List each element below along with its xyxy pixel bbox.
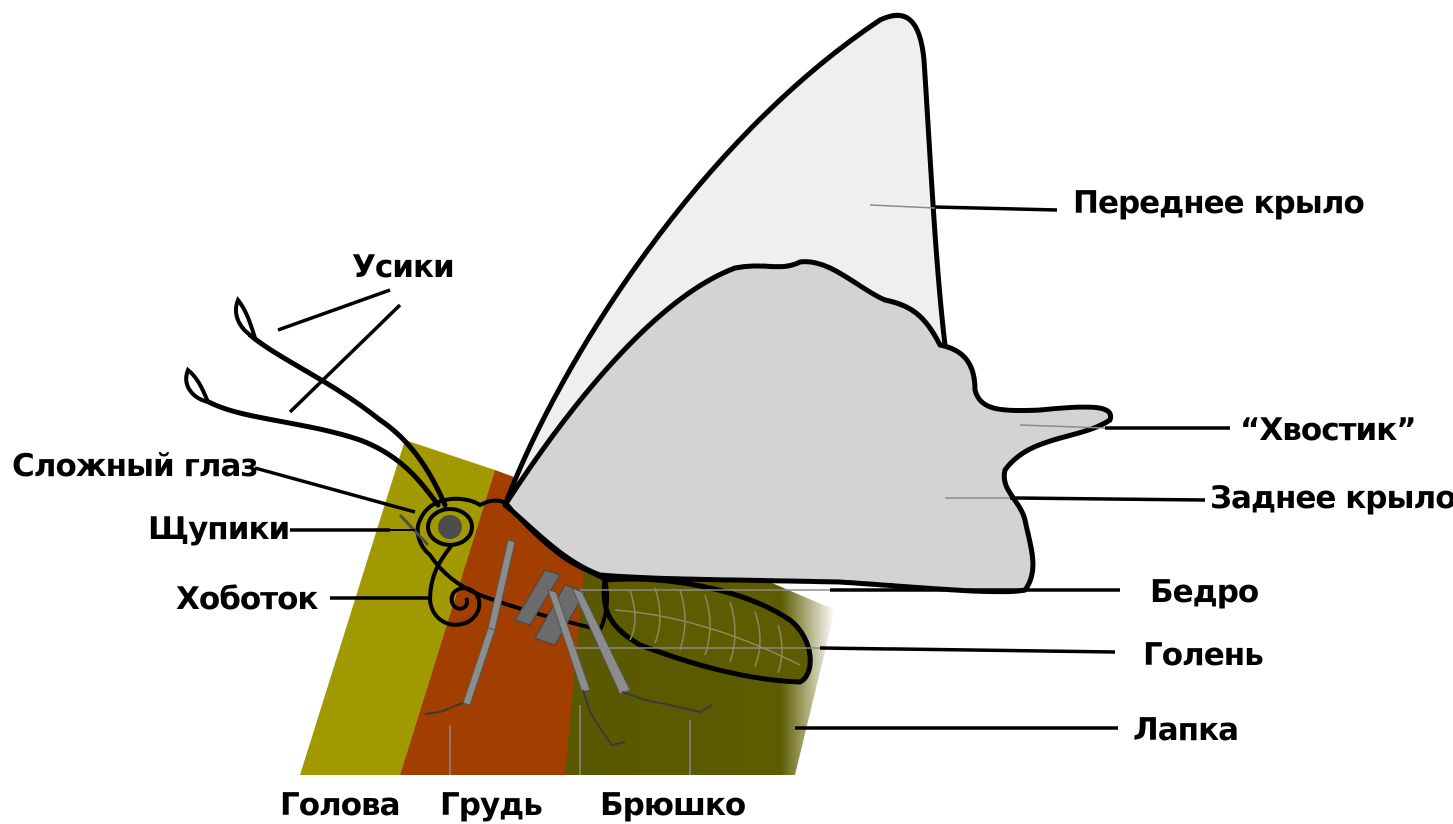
label-tail: “Хвостик” — [1240, 412, 1416, 448]
label-head: Голова — [280, 787, 400, 823]
label-compound-eye: Сложный глаз — [12, 448, 257, 484]
label-hindwing: Заднее крыло — [1210, 480, 1453, 516]
label-antennae: Усики — [352, 249, 454, 285]
label-femur: Бедро — [1150, 574, 1258, 610]
antenna-club-upper — [236, 300, 255, 338]
label-forewing: Переднее крыло — [1073, 185, 1364, 221]
antenna-club-lower — [186, 370, 208, 402]
hindwing-shape — [505, 262, 1111, 592]
label-tibia: Голень — [1143, 637, 1263, 673]
compound-eye-pupil — [438, 515, 462, 539]
label-thorax: Грудь — [440, 787, 542, 823]
label-abdomen: Брюшко — [600, 787, 745, 823]
label-palps: Щупики — [148, 511, 289, 547]
label-proboscis: Хоботок — [176, 581, 318, 617]
label-tarsus: Лапка — [1133, 712, 1238, 748]
